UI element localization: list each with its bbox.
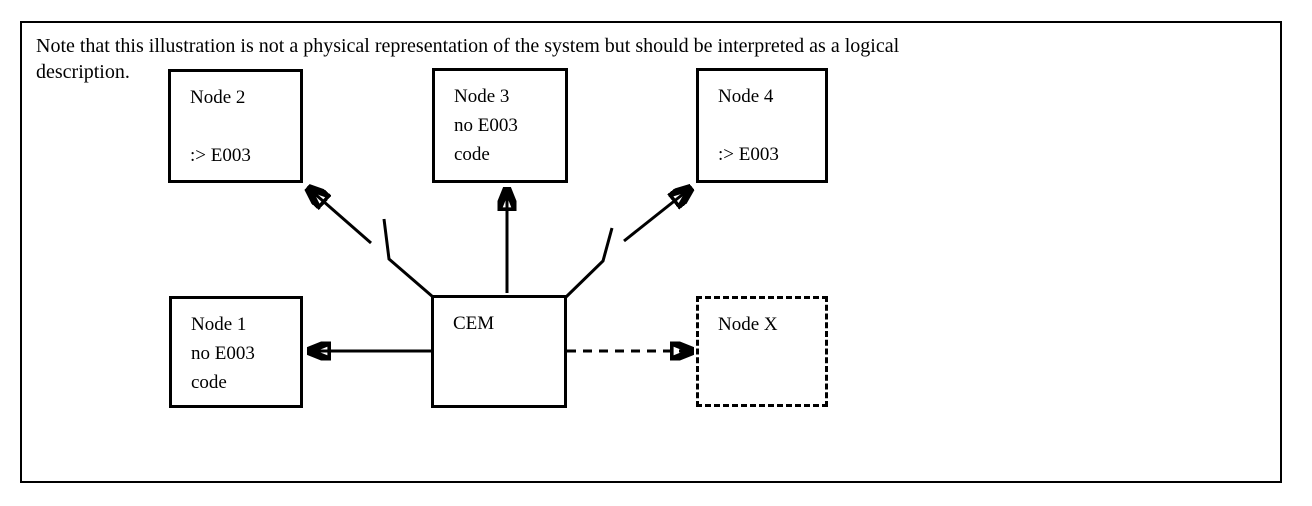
- nodex-label: Node X: [718, 314, 778, 335]
- node2-label: Node 2: [190, 87, 246, 108]
- node1-code-line2: code: [191, 372, 227, 393]
- node1-box: Node 1 no E003 code: [169, 296, 303, 408]
- node3-code-line2: code: [454, 144, 490, 165]
- note-text: Note that this illustration is not a phy…: [36, 33, 1186, 85]
- node4-box: Node 4 :> E003: [696, 68, 828, 183]
- node4-code: :> E003: [718, 144, 779, 165]
- node3-label: Node 3: [454, 86, 510, 107]
- node2-spacer: [190, 112, 296, 141]
- cem-label: CEM: [453, 313, 495, 334]
- node3-box: Node 3 no E003 code: [432, 68, 568, 183]
- node2-code: :> E003: [190, 145, 251, 166]
- nodex-box: Node X: [696, 296, 828, 407]
- cem-box: CEM: [431, 295, 567, 408]
- node4-label: Node 4: [718, 86, 774, 107]
- outer-border: [20, 21, 1282, 483]
- note-line-1: Note that this illustration is not a phy…: [36, 35, 900, 57]
- node1-label: Node 1: [191, 314, 247, 335]
- node1-code-line1: no E003: [191, 343, 255, 364]
- note-line-2: description.: [36, 61, 130, 83]
- node3-code-line1: no E003: [454, 115, 518, 136]
- node2-box: Node 2 :> E003: [168, 69, 303, 183]
- node4-spacer: [718, 111, 821, 140]
